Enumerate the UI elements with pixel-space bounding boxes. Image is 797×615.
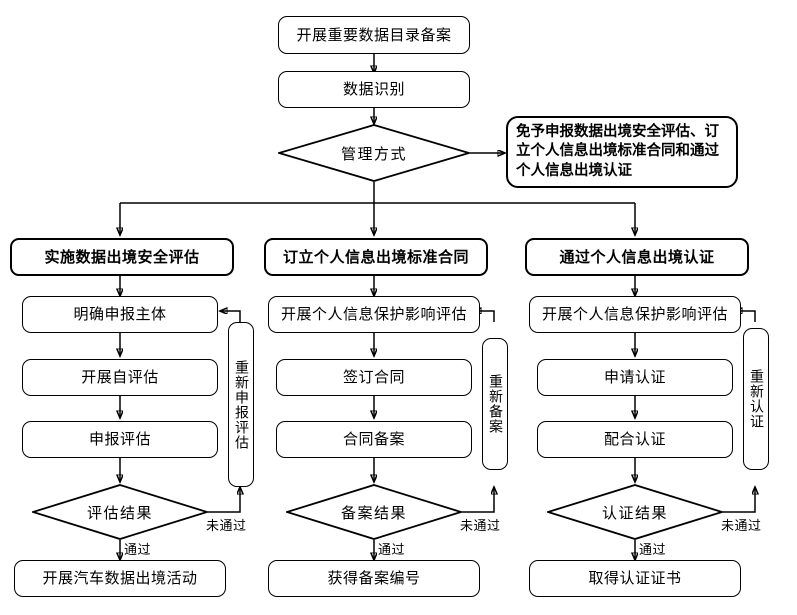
node-c1-label: 开展个人信息保护影响评估 (541, 305, 728, 324)
node-start[interactable]: 开展重要数据目录备案 (278, 16, 470, 54)
loop-label-redeclare-assessment-text: 重新申报评估 (233, 359, 249, 450)
node-b-end-label: 获得备案编号 (327, 569, 421, 588)
node-data-identification-label: 数据识别 (342, 80, 405, 99)
node-data-identification[interactable]: 数据识别 (278, 71, 470, 108)
node-a-end-start-export[interactable]: 开展汽车数据出境活动 (14, 560, 226, 597)
edge-label-c-pass: 通过 (639, 543, 667, 558)
node-exemption-callout-label: 免予申报数据出境安全评估、订立个人信息出境标准合同和通过个人信息出境认证 (516, 124, 719, 179)
node-a1-declaring-entity[interactable]: 明确申报主体 (22, 296, 218, 333)
node-b2-label: 签订合同 (342, 368, 405, 387)
edge-label-b-fail: 未通过 (460, 519, 501, 534)
loop-label-refile[interactable]: 重新备案 (482, 338, 508, 470)
loop-label-recertify-text: 重新认证 (748, 369, 764, 429)
loop-label-refile-text: 重新备案 (487, 374, 503, 434)
node-c2-apply-certification[interactable]: 申请认证 (537, 359, 733, 396)
loop-label-redeclare-assessment[interactable]: 重新申报评估 (228, 322, 254, 487)
branch-head-security-assessment-label: 实施数据出境安全评估 (44, 247, 200, 266)
decision-certification-result[interactable]: 认证结果 (547, 484, 723, 540)
node-exemption-callout[interactable]: 免予申报数据出境安全评估、订立个人信息出境标准合同和通过个人信息出境认证 (506, 116, 738, 188)
branch-head-standard-contract[interactable]: 订立个人信息出境标准合同 (264, 238, 488, 276)
node-b1-label: 开展个人信息保护影响评估 (280, 305, 467, 324)
branch-head-certification[interactable]: 通过个人信息出境认证 (525, 238, 749, 276)
node-a2-label: 开展自评估 (81, 368, 159, 387)
edge-label-c-fail: 未通过 (721, 519, 762, 534)
node-start-label: 开展重要数据目录备案 (296, 25, 452, 44)
node-a1-label: 明确申报主体 (73, 305, 167, 324)
node-a-end-label: 开展汽车数据出境活动 (42, 569, 198, 588)
branch-head-standard-contract-label: 订立个人信息出境标准合同 (282, 247, 469, 266)
edge-label-a-fail: 未通过 (206, 519, 247, 534)
node-c-end-label: 取得认证证书 (588, 569, 682, 588)
branch-head-security-assessment[interactable]: 实施数据出境安全评估 (10, 238, 234, 276)
decision-assessment-result[interactable]: 评估结果 (32, 484, 208, 540)
node-c3-label: 配合认证 (603, 430, 666, 449)
node-b3-label: 合同备案 (342, 430, 405, 449)
decision-filing-result[interactable]: 备案结果 (286, 484, 462, 540)
node-b1-pia[interactable]: 开展个人信息保护影响评估 (268, 296, 480, 333)
edge-label-a-pass: 通过 (124, 543, 152, 558)
node-a3-declare-assessment[interactable]: 申报评估 (22, 421, 218, 458)
node-b2-sign-contract[interactable]: 签订合同 (276, 359, 472, 396)
branch-head-certification-label: 通过个人信息出境认证 (559, 247, 715, 266)
edge-label-b-pass: 通过 (378, 543, 406, 558)
node-a3-label: 申报评估 (88, 430, 151, 449)
node-c3-cooperate-certification[interactable]: 配合认证 (537, 421, 733, 458)
node-b3-contract-filing[interactable]: 合同备案 (276, 421, 472, 458)
node-a2-self-assessment[interactable]: 开展自评估 (22, 359, 218, 396)
node-c-end-certificate[interactable]: 取得认证证书 (529, 560, 741, 597)
node-b-end-filing-number[interactable]: 获得备案编号 (268, 560, 480, 597)
node-c1-pia[interactable]: 开展个人信息保护影响评估 (529, 296, 741, 333)
node-c2-label: 申请认证 (603, 368, 666, 387)
decision-management-mode[interactable]: 管理方式 (278, 124, 470, 182)
loop-label-recertify[interactable]: 重新认证 (743, 328, 769, 470)
